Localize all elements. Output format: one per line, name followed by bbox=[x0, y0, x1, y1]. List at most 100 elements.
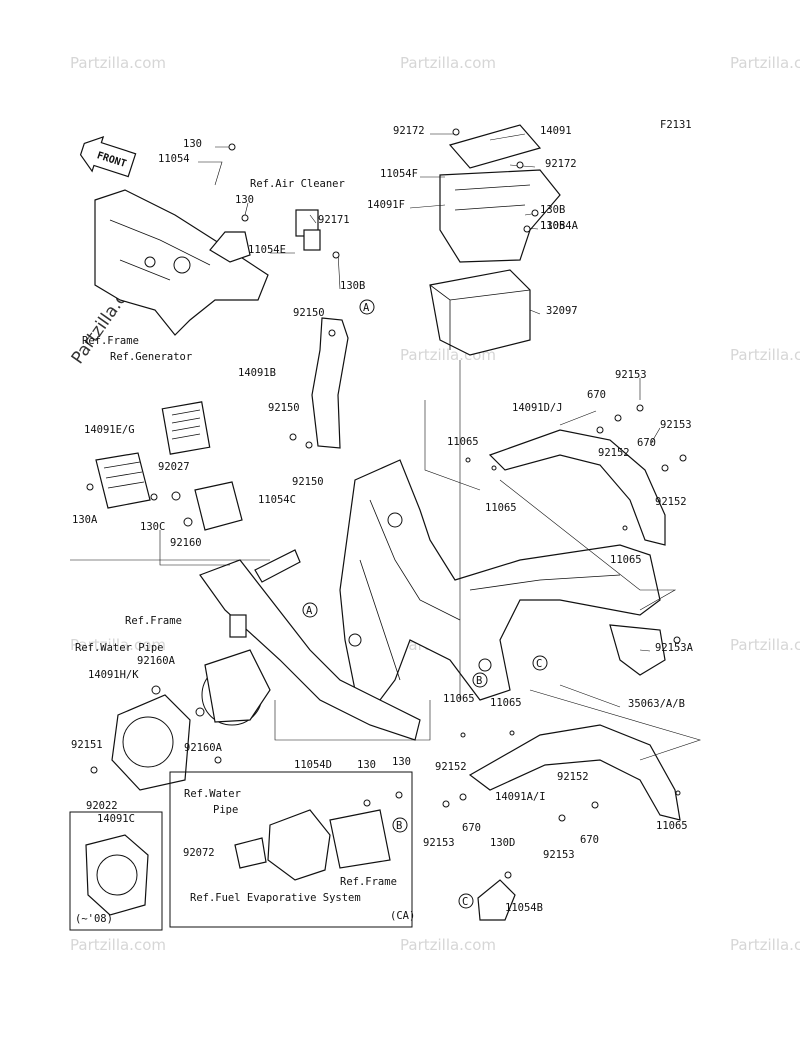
cover-14091eg-part bbox=[95, 452, 151, 509]
part-label: 14091E/G bbox=[84, 424, 135, 436]
part-label: 130B bbox=[540, 204, 565, 216]
battery-box-part bbox=[439, 124, 561, 263]
part-label: 92153 bbox=[660, 419, 692, 431]
part-label: 32097 bbox=[546, 305, 578, 317]
part-label: 92153 bbox=[543, 849, 575, 861]
fasteners bbox=[86, 128, 687, 879]
part-label: 92150 bbox=[293, 307, 325, 319]
part-label: Ref.Frame bbox=[340, 876, 397, 888]
part-label: 92072 bbox=[183, 847, 215, 859]
part-label: 11065 bbox=[610, 554, 642, 566]
side-bracket-part bbox=[609, 624, 666, 676]
part-label: 130D bbox=[490, 837, 515, 849]
part-label: 130B bbox=[340, 280, 365, 292]
part-label: 670 bbox=[587, 389, 606, 401]
fender-upper-part bbox=[488, 429, 666, 546]
figure-code: F2131 bbox=[660, 119, 692, 131]
part-label: 670 bbox=[637, 437, 656, 449]
part-label: 11065 bbox=[656, 820, 688, 832]
part-label: 92152 bbox=[557, 771, 589, 783]
part-label: 92151 bbox=[71, 739, 103, 751]
part-label: 14091H/K bbox=[88, 669, 139, 681]
inset-box bbox=[69, 811, 163, 931]
frame-neck-part bbox=[94, 189, 269, 336]
main-frame-part bbox=[199, 459, 661, 741]
part-label: 14091B bbox=[238, 367, 276, 379]
bracket-11054b-part bbox=[477, 879, 516, 921]
callout-a: A bbox=[306, 605, 313, 617]
part-label: 130 bbox=[183, 138, 202, 150]
side-cover-part bbox=[111, 649, 271, 791]
callout-c: C bbox=[462, 896, 468, 908]
part-label: 92171 bbox=[318, 214, 350, 226]
part-label: 92152 bbox=[598, 447, 630, 459]
part-label: 14091C bbox=[97, 813, 135, 825]
part-label: 11065 bbox=[447, 436, 479, 448]
bracket-14091b-part bbox=[311, 317, 349, 449]
part-label: 11054A bbox=[540, 220, 579, 232]
watermark: Partzilla.com bbox=[730, 346, 800, 364]
part-label: 11054B bbox=[505, 902, 543, 914]
part-label: 130 bbox=[392, 756, 411, 768]
part-label: 14091D/J bbox=[512, 402, 563, 414]
watermark: Partzilla.com bbox=[730, 936, 800, 954]
part-label: 14091A/I bbox=[495, 791, 546, 803]
part-label: 11054F bbox=[380, 168, 418, 180]
part-label: 92153 bbox=[615, 369, 647, 381]
part-label: Ref.Water bbox=[184, 788, 241, 800]
part-label: 130A bbox=[72, 514, 98, 526]
part-label: Ref.Fuel Evaporative System bbox=[190, 892, 361, 904]
part-label: 92172 bbox=[393, 125, 425, 137]
air-cleaner-bracket-part bbox=[209, 209, 321, 263]
part-label: 670 bbox=[580, 834, 599, 846]
callouts: A A B B C C bbox=[302, 299, 548, 909]
part-label: 92160A bbox=[137, 655, 176, 667]
part-label: 92150 bbox=[292, 476, 324, 488]
part-label: 14091 bbox=[540, 125, 572, 137]
part-label: 35063/A/B bbox=[628, 698, 685, 710]
part-label: 92160A bbox=[184, 742, 223, 754]
part-label: 92152 bbox=[655, 496, 687, 508]
part-label: 11054D bbox=[294, 759, 332, 771]
part-label: Ref.Air Cleaner bbox=[250, 178, 345, 190]
part-label: Ref.Generator bbox=[110, 351, 192, 363]
part-label: 11054 bbox=[158, 153, 190, 165]
watermark-layer: Partzilla.com Partzilla.com Partzilla.co… bbox=[68, 54, 800, 954]
battery-part bbox=[429, 269, 531, 356]
part-label: 92027 bbox=[158, 461, 190, 473]
part-label: Pipe bbox=[213, 804, 238, 816]
part-label: Ref.Frame bbox=[82, 335, 139, 347]
part-label: 92152 bbox=[435, 761, 467, 773]
watermark: Partzilla.com bbox=[400, 936, 496, 954]
part-label: 92022 bbox=[86, 800, 118, 812]
watermark: Partzilla.com bbox=[70, 936, 166, 954]
watermark: Partzilla.com bbox=[730, 636, 800, 654]
part-label: 130C bbox=[140, 521, 165, 533]
part-label: 11065 bbox=[443, 693, 475, 705]
part-label: 11065 bbox=[485, 502, 517, 514]
part-label: 92153A bbox=[655, 642, 694, 654]
front-arrow: FRONT bbox=[79, 135, 137, 178]
watermark: Partzilla.com bbox=[730, 54, 800, 72]
part-label: Ref.Frame bbox=[125, 615, 182, 627]
part-label: 92172 bbox=[545, 158, 577, 170]
callout-c: C bbox=[536, 658, 542, 670]
callout-b: B bbox=[476, 675, 482, 687]
watermark: Partzilla.com bbox=[400, 54, 496, 72]
part-label: 670 bbox=[462, 822, 481, 834]
part-label: (CA) bbox=[390, 910, 415, 922]
part-label: 11065 bbox=[490, 697, 522, 709]
part-label: 130 bbox=[357, 759, 376, 771]
part-label: Ref.Water Pipe bbox=[75, 642, 164, 654]
evap-system-box bbox=[169, 771, 413, 928]
part-label: 130B bbox=[540, 220, 565, 232]
bracket-11054c-part bbox=[194, 481, 243, 531]
part-label: 92160 bbox=[170, 537, 202, 549]
part-label: 92153 bbox=[423, 837, 455, 849]
regulator-part bbox=[161, 401, 211, 455]
part-label: 11054E bbox=[248, 244, 286, 256]
watermark: Partzilla.com bbox=[70, 54, 166, 72]
part-label: 92150 bbox=[268, 402, 300, 414]
callout-a: A bbox=[363, 302, 370, 314]
